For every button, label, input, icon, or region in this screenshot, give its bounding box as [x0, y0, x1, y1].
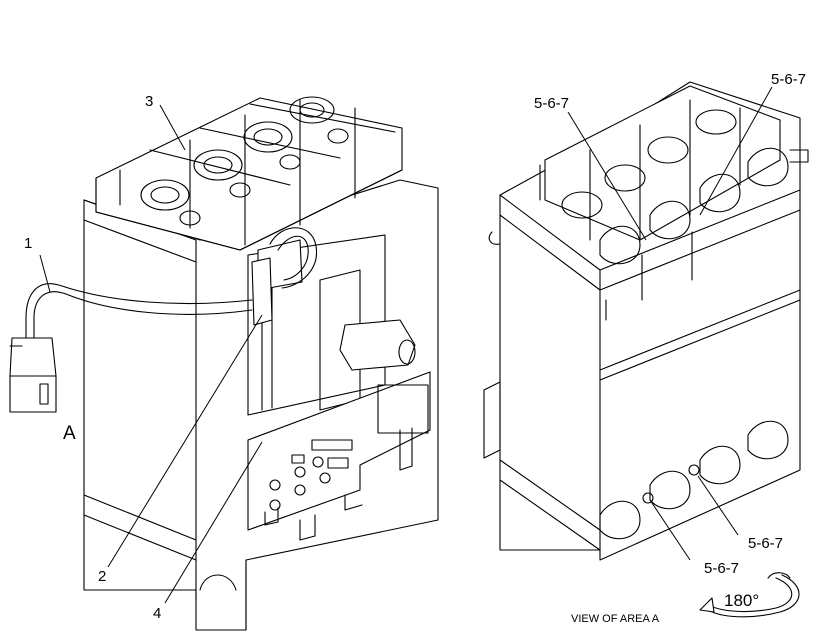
view-letter-label: A — [63, 423, 76, 444]
callout-2: 2 — [98, 568, 106, 585]
view-caption: VIEW OF AREA A — [571, 613, 660, 625]
callout-5-6-7-bottom-right: 5-6-7 — [748, 535, 783, 552]
rotation-arrow-icon — [699, 572, 800, 618]
terminal-block-top — [95, 96, 403, 251]
callout-5-6-7-top-right: 5-6-7 — [771, 71, 806, 88]
breaker-assembly-rear — [483, 81, 809, 561]
callout-1: 1 — [24, 235, 32, 252]
callout-3: 3 — [145, 93, 153, 110]
rear-terminal-bottom — [599, 420, 789, 540]
callout-4: 4 — [153, 605, 161, 622]
breaker-assembly-front — [83, 96, 439, 631]
cable-harness — [9, 283, 253, 413]
callout-5-6-7-bottom-left: 5-6-7 — [704, 560, 739, 577]
rotation-label: 180° — [724, 591, 759, 610]
rear-terminal-top — [539, 85, 789, 265]
callout-5-6-7-top-left: 5-6-7 — [534, 95, 569, 112]
